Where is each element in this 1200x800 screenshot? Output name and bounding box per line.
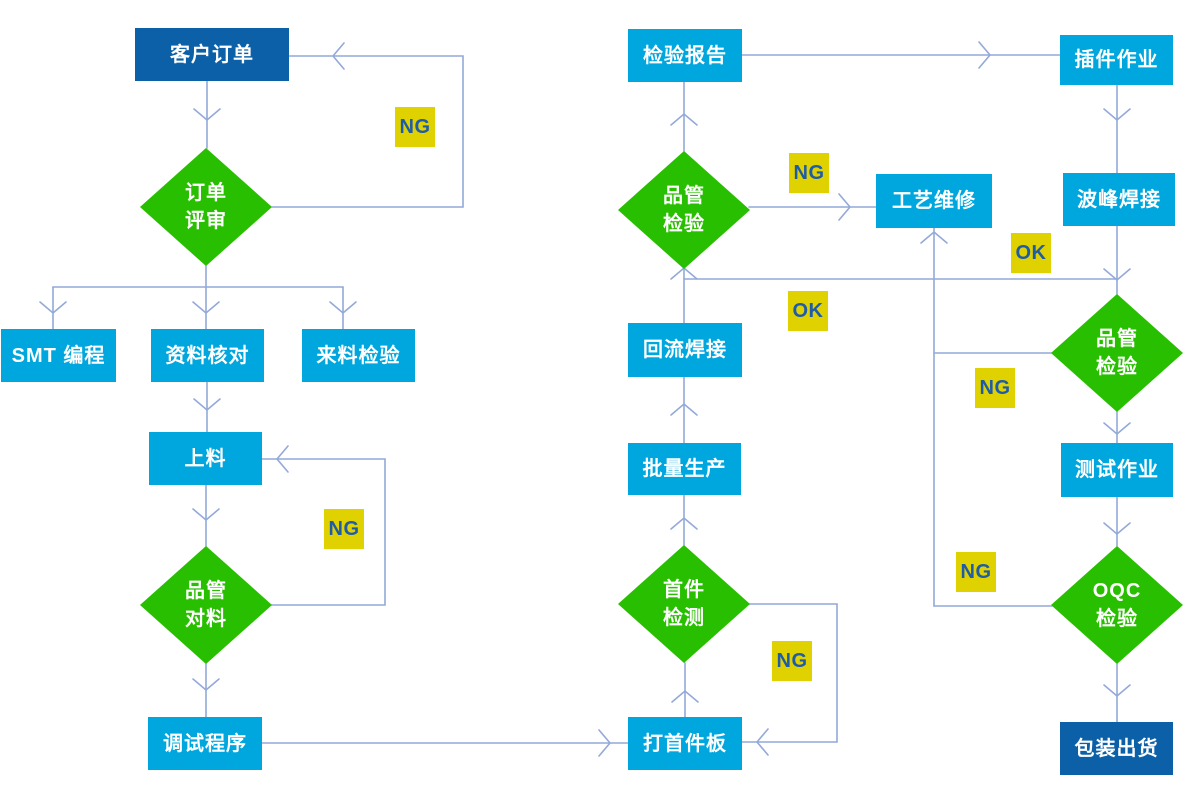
arrowhead-up-icon-qc-smt-to-report — [670, 112, 698, 126]
arrowhead-up-icon-batch-to-reflow — [670, 402, 698, 416]
edge-first-article-ng-loop — [741, 603, 838, 743]
flow-node-label-customer-order: 客户订单 — [170, 43, 254, 66]
edge-order-review-ng-loop — [271, 55, 464, 208]
badge-ok-qc-smt: OK — [788, 291, 828, 331]
flow-node-batch-production: 批量生产 — [628, 443, 741, 495]
flow-node-test-operation: 测试作业 — [1061, 443, 1173, 497]
flow-node-plugin-operation: 插件作业 — [1060, 35, 1173, 85]
flow-node-label-batch-production: 批量生产 — [642, 458, 727, 480]
arrowhead-right-icon-debug-to-first-board — [598, 729, 612, 757]
arrowhead-down-icon-order-review-branch-stem — [192, 301, 220, 315]
flow-node-customer-order: 客户订单 — [135, 28, 289, 81]
arrowhead-right-icon-report-to-plugin — [978, 41, 992, 69]
arrowhead-down-icon-plugin-to-wave — [1103, 108, 1131, 122]
arrowhead-down-icon-loading-to-qc-material — [192, 508, 220, 522]
badge-ng-first-article: NG — [772, 641, 812, 681]
flow-node-label-smt-programming: SMT 编程 — [11, 344, 106, 367]
badge-ng-order-review: NG — [395, 107, 435, 147]
flow-node-label-plugin-operation: 插件作业 — [1074, 49, 1159, 71]
flow-node-label-inspection-report: 检验报告 — [643, 44, 727, 67]
arrowhead-down-icon-data-check-to-loading — [193, 398, 221, 412]
flow-node-label-incoming-inspection: 来料检验 — [316, 344, 401, 367]
flow-node-packing-shipping: 包装出货 — [1060, 722, 1173, 775]
badge-ng-qc-dip: NG — [975, 368, 1015, 408]
badge-ng-qc-smt: NG — [789, 153, 829, 193]
flow-node-label-qc-inspection-smt: 品管 检验 — [663, 185, 705, 235]
flow-node-first-board: 打首件板 — [628, 717, 742, 770]
arrowhead-down-icon-qc-material-to-debug — [192, 678, 220, 692]
arrowhead-left-icon-qc-material-ng-loop — [275, 445, 289, 473]
flow-node-label-debug-program: 调试程序 — [163, 732, 247, 755]
arrowhead-down-icon-customer-order-to-order-review — [193, 108, 221, 122]
flow-node-process-repair: 工艺维修 — [876, 174, 992, 228]
arrowhead-down-icon-branch-drop-incoming — [329, 301, 357, 315]
flow-node-label-packing-shipping: 包装出货 — [1074, 737, 1159, 760]
flow-node-label-order-review: 订单 评审 — [185, 182, 227, 232]
arrowhead-down-icon-test-to-oqc — [1103, 522, 1131, 536]
arrowhead-down-icon-oqc-to-packing — [1103, 684, 1131, 698]
arrowhead-down-icon-qc-dip-to-test — [1103, 422, 1131, 436]
arrowhead-up-icon-first-article-to-batch — [670, 516, 698, 530]
arrowhead-up-icon-first-board-to-first-article — [671, 689, 699, 703]
flow-node-label-process-repair: 工艺维修 — [892, 190, 976, 212]
flow-node-reflow-soldering: 回流焊接 — [628, 323, 742, 377]
flow-node-smt-programming: SMT 编程 — [1, 329, 116, 382]
flow-node-loading: 上料 — [149, 432, 262, 485]
flow-node-label-wave-soldering: 波峰焊接 — [1077, 188, 1161, 211]
arrowhead-left-icon-first-article-ng-loop — [755, 728, 769, 756]
flow-node-label-data-check: 资料核对 — [165, 344, 250, 367]
flow-node-label-first-board: 打首件板 — [643, 732, 727, 755]
flow-node-label-test-operation: 测试作业 — [1075, 459, 1159, 481]
flow-node-debug-program: 调试程序 — [148, 717, 262, 770]
badge-ng-oqc: NG — [956, 552, 996, 592]
arrowhead-down-icon-branch-drop-smt-programming — [39, 301, 67, 315]
flow-node-wave-soldering: 波峰焊接 — [1063, 173, 1175, 226]
arrowhead-right-icon-qc-smt-ng-to-repair — [838, 193, 852, 221]
badge-ok-wave-soldering: OK — [1011, 233, 1051, 273]
flow-node-incoming-inspection: 来料检验 — [302, 329, 415, 382]
flow-node-label-reflow-soldering: 回流焊接 — [643, 339, 727, 361]
flow-node-label-oqc-inspection: OQC 检验 — [1092, 580, 1142, 630]
arrowhead-down-icon-wave-to-qc-dip — [1103, 268, 1131, 282]
edge-qc-material-ng-loop — [261, 458, 386, 606]
flow-node-label-loading: 上料 — [184, 447, 227, 470]
flow-node-label-qc-material-check: 品管 对料 — [185, 580, 227, 630]
flow-node-label-qc-inspection-dip: 品管 检验 — [1096, 328, 1138, 378]
flow-node-data-check: 资料核对 — [151, 329, 264, 382]
badge-ng-loading-loop: NG — [324, 509, 364, 549]
flow-node-label-first-article-check: 首件 检测 — [663, 579, 705, 629]
arrowhead-up-icon-repair-return-vertical — [920, 230, 948, 244]
flow-node-inspection-report: 检验报告 — [628, 29, 742, 82]
arrowhead-left-icon-order-review-ng-loop — [331, 42, 345, 70]
